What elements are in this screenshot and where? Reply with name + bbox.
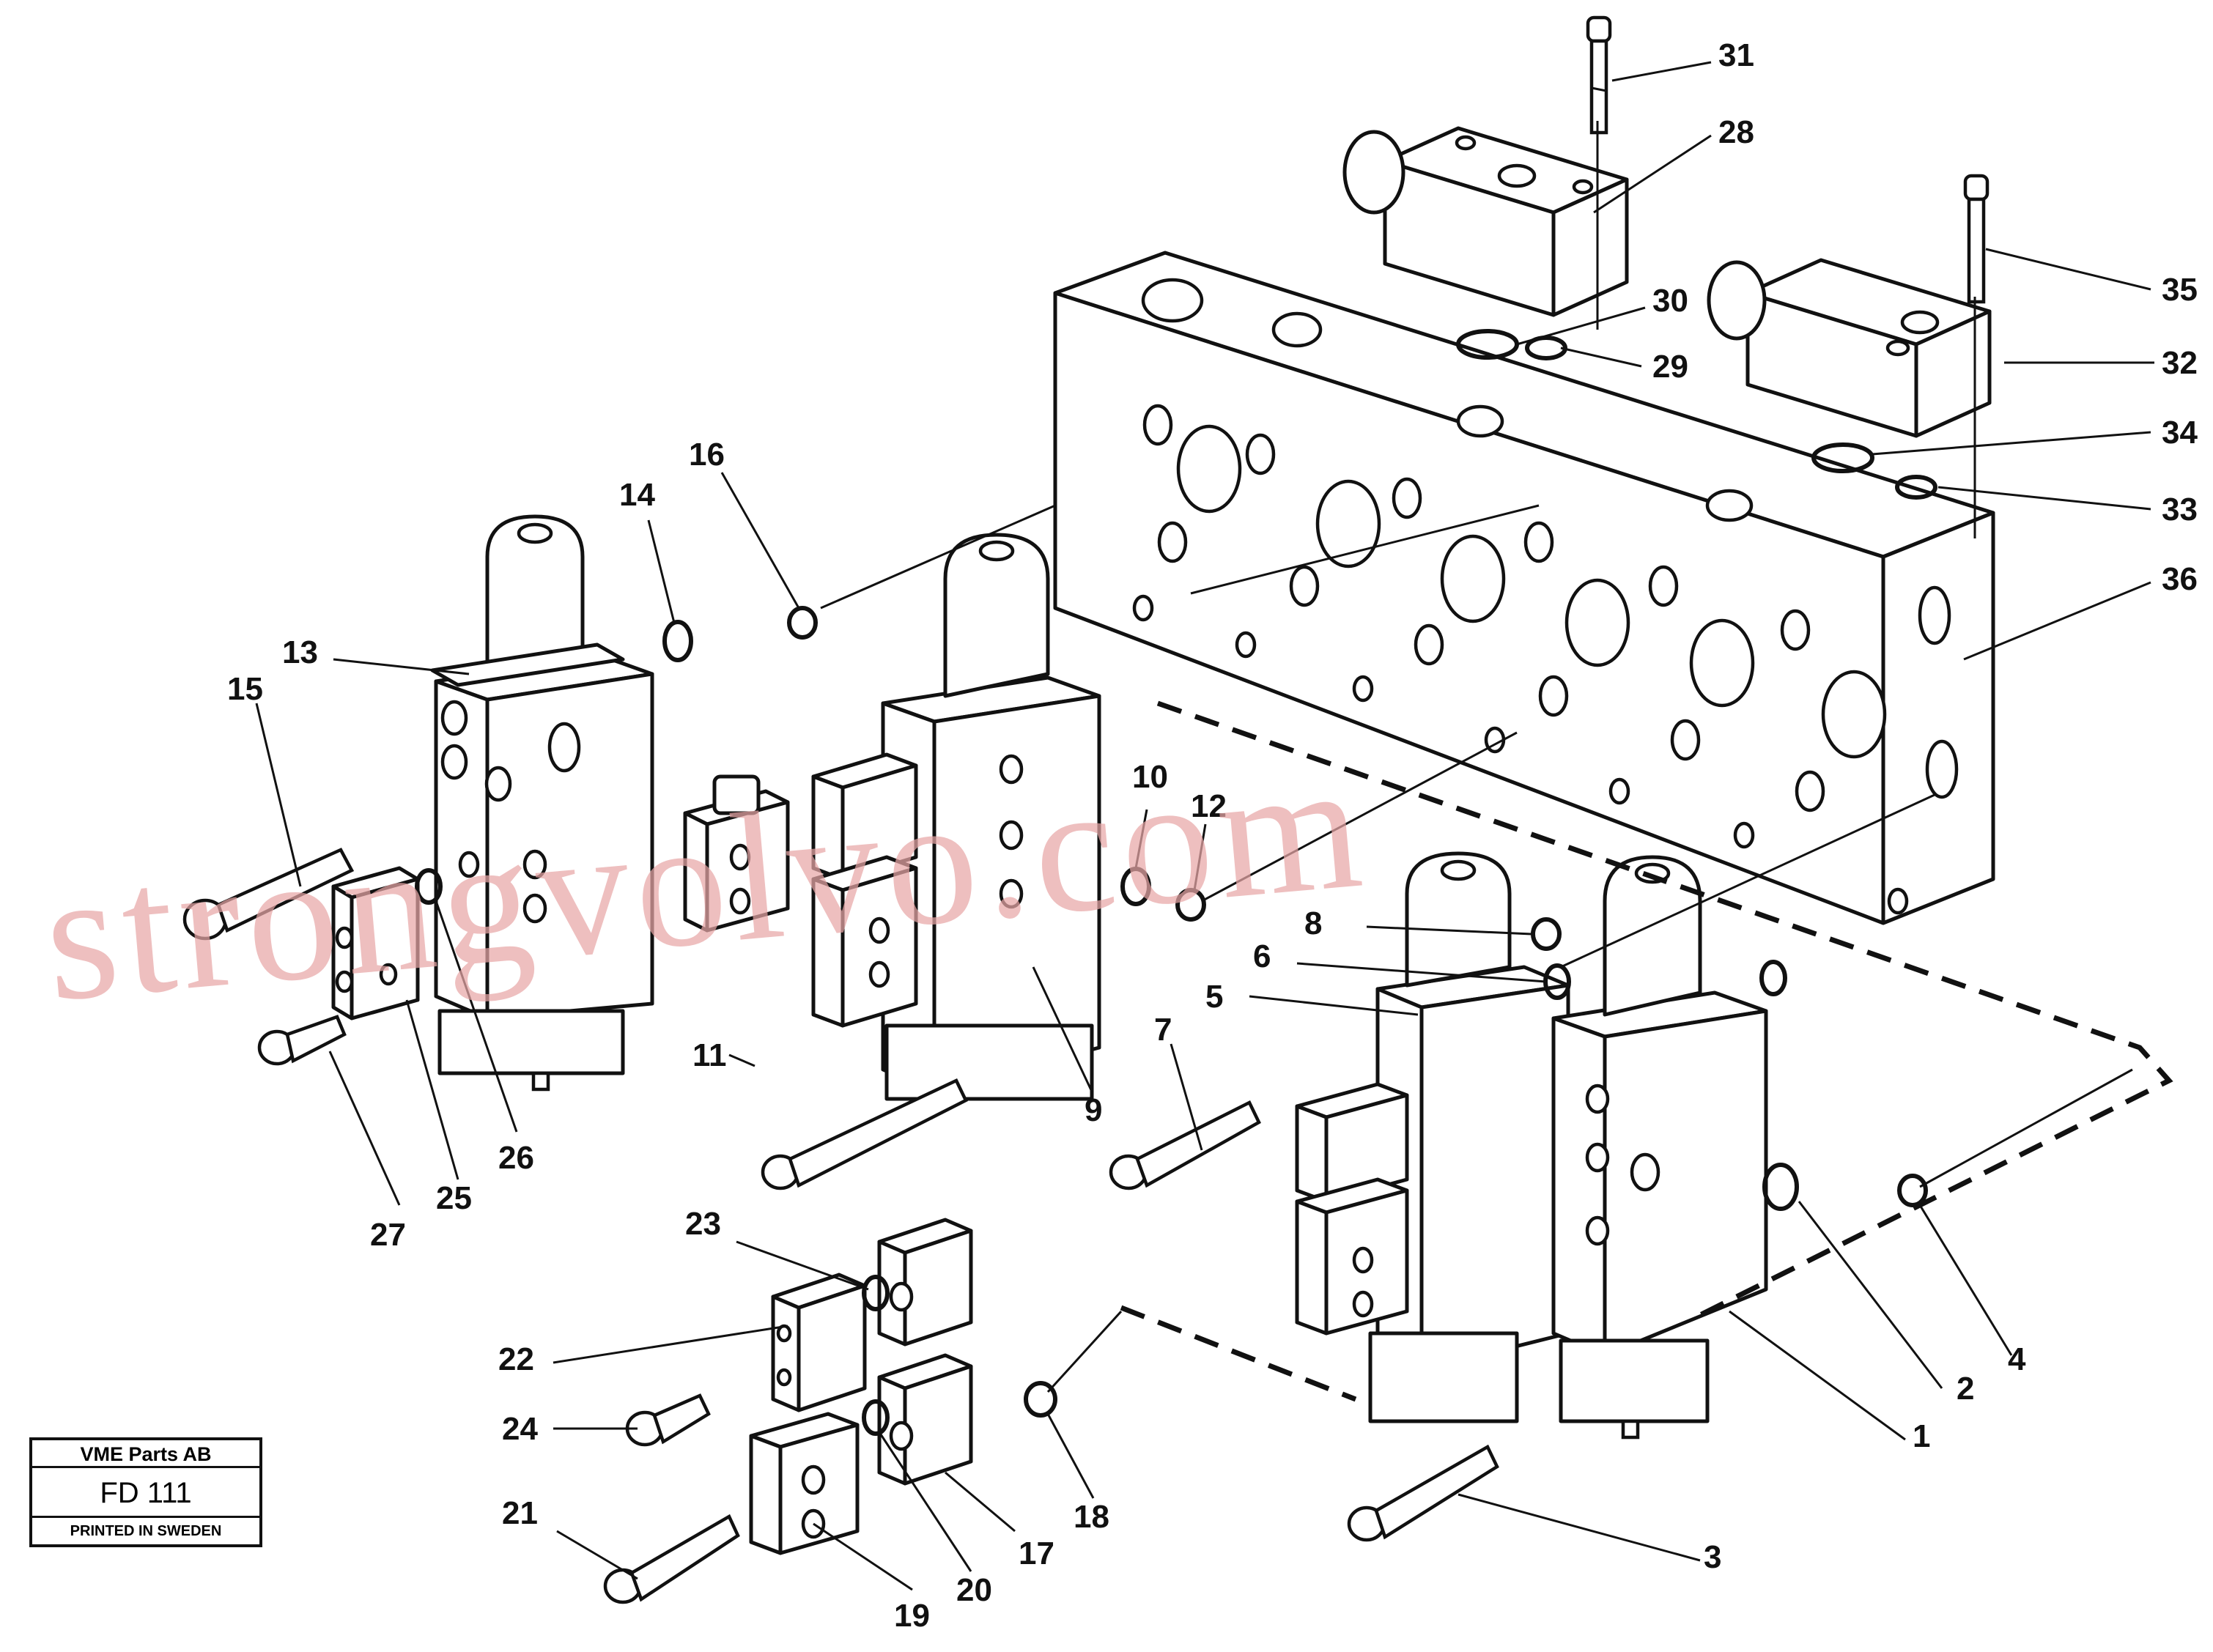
washer-4 <box>1897 1174 1928 1207</box>
callout-20: 20 <box>956 1572 992 1608</box>
diagram-code: FD 111 <box>32 1468 259 1518</box>
callout-19: 19 <box>894 1598 930 1634</box>
watermark: strongvolvo.com <box>37 722 1375 1040</box>
washer-12 <box>1175 888 1206 922</box>
callout-31: 31 <box>1718 37 1754 73</box>
leader-lines <box>255 61 2154 1591</box>
callout-25: 25 <box>436 1180 472 1216</box>
bolt-24 <box>625 1393 711 1447</box>
callout-27: 27 <box>370 1217 406 1253</box>
title-block: VME Parts AB FD 111 PRINTED IN SWEDEN <box>29 1437 262 1547</box>
callout-33: 33 <box>2162 492 2198 527</box>
callout-16: 16 <box>689 437 725 473</box>
washer-8 <box>1531 917 1562 951</box>
callout-28: 28 <box>1718 114 1754 150</box>
callout-4: 4 <box>2008 1341 2026 1377</box>
manifold-block <box>1053 251 1995 925</box>
o-ring-2 <box>1762 1163 1799 1211</box>
callout-10: 10 <box>1132 759 1168 795</box>
bolt-27 <box>257 1015 347 1066</box>
callout-35: 35 <box>2162 272 2198 308</box>
bolt-3 <box>1347 1444 1499 1542</box>
washer-16 <box>787 606 818 640</box>
callout-1: 1 <box>1913 1418 1930 1454</box>
callout-17: 17 <box>1019 1536 1054 1571</box>
o-ring-26 <box>415 868 443 905</box>
callout-22: 22 <box>498 1341 534 1377</box>
manifold-ports <box>1132 278 1959 915</box>
callout-9: 9 <box>1085 1092 1102 1128</box>
callout-29: 29 <box>1652 349 1688 385</box>
company-name: VME Parts AB <box>32 1440 259 1468</box>
o-ring-18 <box>1024 1381 1057 1418</box>
valve-block-28 <box>1342 126 1629 317</box>
callout-6: 6 <box>1253 938 1271 974</box>
callout-3: 3 <box>1704 1539 1721 1575</box>
block-17 <box>877 1353 973 1486</box>
o-ring-23 <box>862 1275 890 1311</box>
callout-21: 21 <box>502 1495 538 1531</box>
block-19 <box>749 1412 860 1555</box>
o-ring-33 <box>1895 475 1937 500</box>
callout-18: 18 <box>1074 1499 1109 1535</box>
callout-14: 14 <box>619 477 655 513</box>
callout-13: 13 <box>282 634 318 670</box>
callout-15: 15 <box>227 671 263 707</box>
callout-36: 36 <box>2162 561 2198 597</box>
solenoid-block-center <box>811 752 918 1028</box>
callout-12: 12 <box>1191 788 1227 824</box>
bolt-15 <box>182 848 355 941</box>
bolt-35 <box>1963 174 1990 304</box>
callout-7: 7 <box>1154 1012 1172 1048</box>
bolt-7 <box>1109 1100 1261 1190</box>
callout-11: 11 <box>692 1037 727 1073</box>
bolt-11 <box>761 1078 968 1190</box>
assembly-outlines <box>820 121 2173 1402</box>
block-upper-small <box>877 1218 973 1347</box>
callout-5: 5 <box>1205 979 1223 1015</box>
o-ring-34 <box>1811 442 1874 473</box>
valve-section-1 <box>1551 855 1768 1440</box>
callout-8: 8 <box>1304 905 1322 941</box>
callout-34: 34 <box>2162 415 2198 451</box>
callout-23: 23 <box>685 1206 721 1242</box>
valve-block-32 <box>1707 258 1992 438</box>
bolt-31 <box>1586 15 1612 135</box>
block-22 <box>771 1273 867 1412</box>
callout-2: 2 <box>1957 1371 1974 1407</box>
callout-30: 30 <box>1652 283 1688 319</box>
valve-section-13 <box>430 514 654 1092</box>
plug-block-center <box>683 774 790 933</box>
o-ring-20 <box>862 1399 890 1436</box>
callout-26: 26 <box>498 1140 534 1176</box>
printed-note: PRINTED IN SWEDEN <box>70 1523 222 1539</box>
cover-plate-25 <box>331 866 420 1021</box>
o-ring-right-top <box>1759 960 1787 996</box>
o-ring-10 <box>1120 867 1151 906</box>
bolt-21 <box>603 1514 740 1604</box>
o-ring-14 <box>662 620 693 662</box>
solenoid-block-right <box>1295 1082 1409 1336</box>
callout-32: 32 <box>2162 345 2198 381</box>
valve-section-9 <box>881 533 1101 1101</box>
callout-labels: 1 2 3 4 5 6 7 8 9 10 11 12 13 14 15 16 1… <box>227 37 2198 1634</box>
callout-24: 24 <box>502 1411 538 1447</box>
valve-section-5 <box>1368 851 1570 1423</box>
